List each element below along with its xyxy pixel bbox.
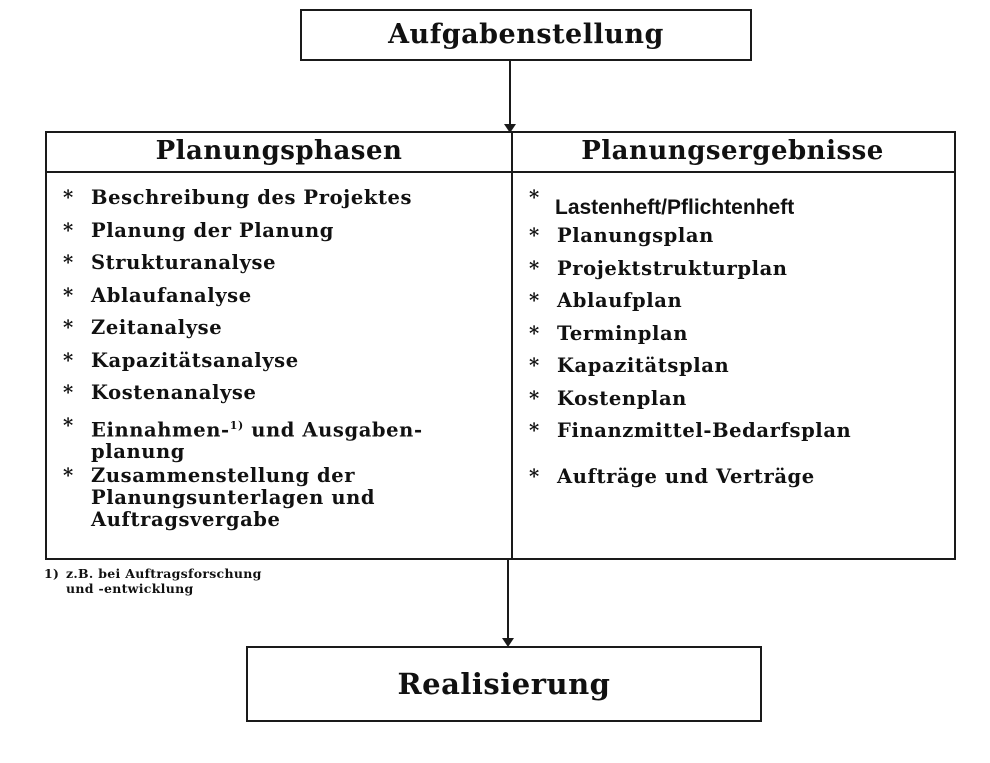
planning-phases-header: Planungsphasen xyxy=(47,133,511,173)
planning-results-header: Planungsergebnisse xyxy=(511,133,954,173)
list-item: * Einnahmen-1) und Ausgaben- planung xyxy=(63,413,503,464)
item-label: Kostenanalyse xyxy=(91,381,257,404)
list-item: * Kostenplan xyxy=(529,386,946,410)
item-label: Lastenheft/Pflichtenheft xyxy=(555,196,795,219)
list-item: * Zeitanalyse xyxy=(63,317,503,339)
list-item: * Finanzmittel-Bedarfsplan xyxy=(529,420,946,442)
item-label-line2: planung xyxy=(91,440,186,463)
bullet-star: * xyxy=(529,386,540,410)
planning-table: Planungsphasen * Beschreibung des Projekt… xyxy=(45,131,956,560)
bullet-star: * xyxy=(529,289,540,312)
list-item: * Ablaufplan xyxy=(529,290,946,312)
list-item: * Projektstrukturplan xyxy=(529,256,946,280)
list-item: * Zusammenstellung der Planungsunterlage… xyxy=(63,465,503,531)
bullet-star: * xyxy=(529,321,540,345)
planning-phases-column: Planungsphasen * Beschreibung des Projekt… xyxy=(47,133,513,558)
footnote-line1: z.B. bei Auftragsforschung xyxy=(66,566,262,581)
bullet-star: * xyxy=(529,224,540,247)
item-label: Planung der Planung xyxy=(91,218,335,242)
bullet-star: * xyxy=(529,354,540,377)
item-label: Beschreibung des Projektes xyxy=(91,186,413,209)
arrow-bottom-head xyxy=(502,638,514,647)
bullet-star: * xyxy=(63,283,74,307)
bullet-star: * xyxy=(529,186,540,209)
bullet-star: * xyxy=(63,348,74,372)
list-item: * Planungsplan xyxy=(529,225,946,247)
footnote-mark: 1) xyxy=(44,566,60,581)
bullet-star: * xyxy=(63,413,74,437)
list-item: * Lastenheft/Pflichtenheft xyxy=(529,187,946,225)
list-item: * Planung der Planung xyxy=(63,218,503,242)
item-label: Aufträge und Verträge xyxy=(557,465,815,488)
list-item: * Aufträge und Verträge xyxy=(529,466,946,488)
bullet-star: * xyxy=(529,465,540,488)
item-label: Terminplan xyxy=(557,321,689,345)
item-label: Kapazitätsplan xyxy=(557,354,730,377)
item-label: Finanzmittel-Bedarfsplan xyxy=(557,419,852,442)
footnote: 1) z.B. bei Auftragsforschung und -entwic… xyxy=(44,566,262,596)
item-label: Kostenplan xyxy=(557,386,687,410)
list-item: * Kapazitätsplan xyxy=(529,355,946,377)
bullet-star: * xyxy=(529,419,540,442)
item-label: Ablaufplan xyxy=(557,289,683,312)
bullet-star: * xyxy=(63,381,74,404)
item-label-line3: Auftragsvergabe xyxy=(91,508,281,531)
item-label: Planungsplan xyxy=(557,224,714,247)
realization-box: Realisierung xyxy=(246,646,762,722)
footnote-line2: und -entwicklung xyxy=(66,581,194,596)
item-label: Kapazitätsanalyse xyxy=(91,348,299,372)
list-item: * Kostenanalyse xyxy=(63,382,503,404)
bullet-star: * xyxy=(63,251,74,274)
task-title: Aufgabenstellung xyxy=(388,19,664,50)
bullet-star: * xyxy=(529,256,540,280)
list-item: * Terminplan xyxy=(529,321,946,345)
item-label-part2: und Ausgaben- xyxy=(243,418,423,441)
footnote-ref: 1) xyxy=(229,418,244,432)
planning-results-column: Planungsergebnisse * Lastenheft/Pflichten… xyxy=(511,133,954,558)
planning-phases-list: * Beschreibung des Projektes * Planung der… xyxy=(63,187,503,542)
item-label: Ablaufanalyse xyxy=(91,283,252,307)
item-label-line1: Zusammenstellung der xyxy=(91,464,356,487)
item-label: Projektstrukturplan xyxy=(557,256,788,280)
arrow-top-head xyxy=(504,124,516,133)
list-item: * Beschreibung des Projektes xyxy=(63,187,503,209)
bullet-star: * xyxy=(63,464,74,487)
bullet-star: * xyxy=(63,218,74,242)
list-item: * Kapazitätsanalyse xyxy=(63,348,503,372)
list-item: * Ablaufanalyse xyxy=(63,283,503,307)
item-label: Zeitanalyse xyxy=(91,316,223,339)
item-label-part1: Einnahmen- xyxy=(91,418,230,441)
realization-title: Realisierung xyxy=(397,667,611,701)
bullet-star: * xyxy=(63,316,74,339)
bullet-star: * xyxy=(63,186,74,209)
list-item: * Strukturanalyse xyxy=(63,252,503,274)
item-label: Strukturanalyse xyxy=(91,251,277,274)
planning-results-list: *Lastenheft/Pflichtenheft *Planungsplan … xyxy=(529,187,946,499)
item-label-line2: Planungsunterlagen und xyxy=(91,486,376,509)
task-box: Aufgabenstellung xyxy=(300,9,752,61)
